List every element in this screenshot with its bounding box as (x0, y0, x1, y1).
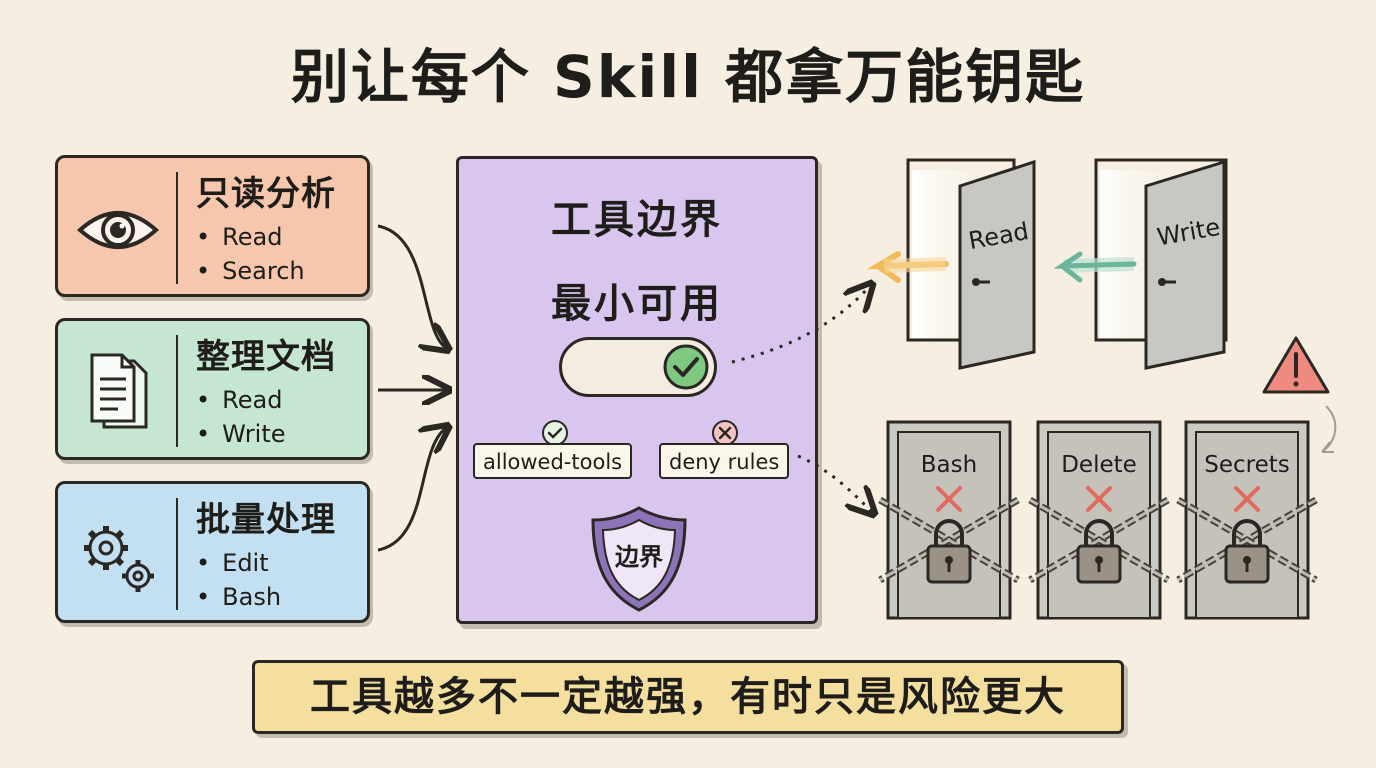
check-icon (663, 344, 709, 390)
card-title: 只读分析 (196, 174, 336, 214)
card-readonly-analysis: 只读分析 Read Search (55, 155, 370, 297)
allowed-tools-tag: allowed-tools (473, 443, 633, 479)
card-organize-docs: 整理文档 Read Write (55, 318, 370, 460)
card-batch-processing: 批量处理 Edit Bash (55, 481, 370, 623)
card-title: 批量处理 (196, 500, 336, 540)
card-title: 整理文档 (196, 337, 336, 377)
tool-item: Write (196, 417, 285, 451)
connector-arrow (377, 224, 446, 348)
gears-icon (84, 526, 154, 592)
panel-heading: 工具边界 (551, 197, 723, 243)
page-title: 别让每个 Skill 都拿万能钥匙 (290, 43, 1086, 111)
document-icon (90, 353, 148, 429)
connector-arrow (377, 428, 446, 552)
card-divider (176, 172, 178, 284)
panel-subheading: 最小可用 (551, 281, 723, 327)
locked-door-bash: Bash (878, 420, 1020, 620)
tool-list: Read Write (196, 383, 286, 451)
tool-item: Read (196, 220, 305, 254)
warning-triangle-icon (1262, 336, 1337, 453)
locked-door-delete: Delete (1028, 420, 1170, 620)
eye-icon (76, 211, 160, 249)
deny-rules-tag: deny rules (659, 443, 790, 479)
boundary-toggle[interactable] (559, 337, 717, 397)
tool-boundary-panel: 工具边界 最小可用 allowed-tools deny rules 边界 (456, 156, 818, 624)
card-divider (176, 498, 178, 610)
card-divider (176, 335, 178, 447)
shield-label: 边界 (615, 543, 663, 571)
open-door-write: Write (1053, 158, 1228, 370)
dotted-arrow-locked (797, 454, 872, 512)
open-door-read: Read (866, 158, 1036, 370)
tool-list: Read Search (196, 220, 305, 288)
tool-list: Edit Bash (196, 546, 281, 614)
shield-icon (591, 506, 687, 612)
tool-item: Search (196, 254, 304, 288)
tool-item: Read (196, 383, 286, 417)
locked-door-secrets: Secrets (1176, 420, 1318, 620)
footer-banner: 工具越多不一定越强，有时只是风险更大 (252, 660, 1124, 734)
tool-item: Edit (196, 546, 281, 580)
door-label: Secrets (1204, 452, 1290, 478)
dotted-arrow-open (731, 286, 870, 364)
tool-item: Bash (196, 580, 281, 614)
door-label: Delete (1061, 452, 1137, 478)
door-label: Bash (921, 452, 977, 478)
